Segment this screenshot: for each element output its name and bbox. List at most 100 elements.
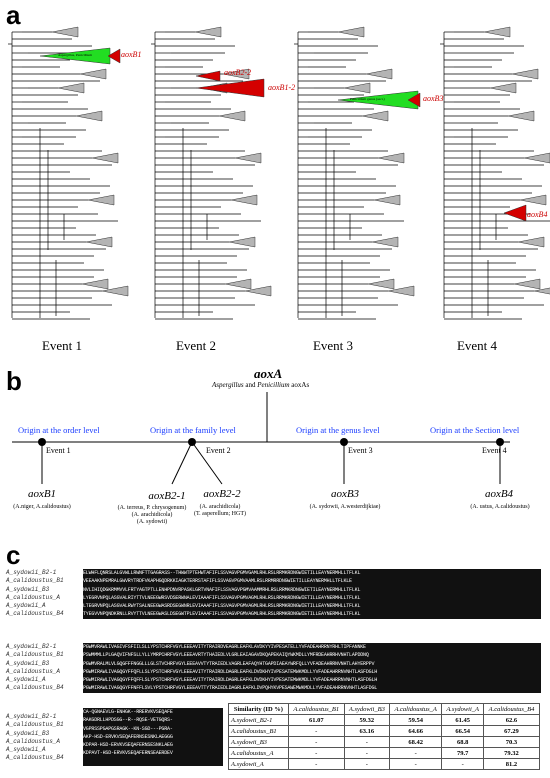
table-row: A.sydowii_B2-1 61.07 59.32 59.54 61.45 6… bbox=[228, 714, 541, 726]
table-cell: - bbox=[287, 747, 345, 759]
table-cell: 61.07 bbox=[287, 714, 345, 726]
table-row: A.sydowii_A - - - - 81.2 bbox=[228, 758, 541, 770]
tree2-label: aoxB1-2 bbox=[268, 83, 296, 92]
similarity-header-0: Similarity (ID %) bbox=[228, 703, 289, 715]
event-caption-4: Event 4 bbox=[456, 338, 498, 353]
similarity-header-row: Similarity (ID %) A.calidoustus_B1 A.syd… bbox=[228, 703, 541, 715]
table-cell: 81.2 bbox=[482, 758, 541, 770]
table-cell: - bbox=[343, 758, 390, 770]
table-row: A.calidoustus_B1 - 63.16 64.66 66.54 67.… bbox=[228, 725, 541, 737]
similarity-header-3: A.calidoustus_A bbox=[388, 703, 443, 715]
gene-aoxb2-2: aoxB2-2 bbox=[203, 488, 241, 500]
panel-letter-a: a bbox=[6, 0, 21, 30]
event-caption-3: Event 3 bbox=[312, 338, 354, 353]
collapsed-clade bbox=[79, 68, 107, 80]
collapsed-clade bbox=[337, 26, 365, 38]
table-cell: 79.32 bbox=[482, 747, 541, 759]
event4-clade bbox=[503, 204, 527, 222]
table-cell: A.sydowii_B2-1 bbox=[228, 714, 289, 726]
collapsed-clade bbox=[373, 194, 401, 206]
event1-node bbox=[38, 438, 46, 446]
gene-aoxb3-species: (A. sydowii, A.westerdijkiae) bbox=[309, 504, 381, 510]
event1-red-clade bbox=[107, 48, 121, 64]
collapsed-clade bbox=[511, 68, 539, 80]
origin-order: Origin at the order level bbox=[18, 425, 100, 435]
collapsed-clade bbox=[517, 236, 545, 248]
table-cell: 67.29 bbox=[482, 725, 541, 737]
root-gene: aoxA bbox=[254, 366, 283, 381]
collapsed-clade bbox=[387, 285, 415, 297]
collapsed-clade bbox=[523, 152, 550, 164]
timeline-event-1: Event 1 bbox=[46, 446, 71, 455]
gene-aoxb2-1-species-3: (A. sydowii) bbox=[136, 519, 168, 525]
table-cell: A.sydowii_B3 bbox=[228, 736, 289, 748]
table-cell: - bbox=[388, 747, 443, 759]
event2-node bbox=[188, 438, 196, 446]
table-cell: 68.8 bbox=[441, 736, 484, 748]
collapsed-clade bbox=[377, 152, 405, 164]
table-cell: 68.42 bbox=[388, 736, 443, 748]
tree4-label: aoxB4 bbox=[527, 210, 548, 219]
table-cell: - bbox=[287, 736, 345, 748]
table-cell: 61.45 bbox=[441, 714, 484, 726]
table-cell: - bbox=[287, 758, 345, 770]
tree3-label: aoxB3 bbox=[423, 94, 444, 103]
collapsed-clade bbox=[87, 194, 115, 206]
collapsed-clade bbox=[101, 285, 129, 297]
origin-family: Origin at the family level bbox=[150, 425, 236, 435]
tree3-inner-label: Penicillium genus (sect.) bbox=[350, 97, 385, 101]
collapsed-clade bbox=[234, 152, 262, 164]
collapsed-clade bbox=[57, 82, 85, 94]
table-cell: A.sydowii_A bbox=[228, 758, 289, 770]
collapsed-clade bbox=[483, 26, 511, 38]
collapsed-clade bbox=[343, 82, 371, 94]
collapsed-clade bbox=[361, 110, 389, 122]
event3-red-clade bbox=[407, 92, 421, 108]
event2-large-clade bbox=[195, 78, 265, 98]
similarity-header-4: A.sydowii_A bbox=[441, 703, 484, 715]
timeline-event-2: Event 2 bbox=[206, 446, 231, 455]
table-row: A.calidoustus_A - - - 79.7 79.32 bbox=[228, 747, 541, 759]
collapsed-clade bbox=[218, 110, 246, 122]
collapsed-clade bbox=[367, 278, 395, 290]
table-cell: A.calidoustus_A bbox=[228, 747, 289, 759]
collapsed-clade bbox=[194, 26, 222, 38]
root-sub: Aspergillus and Penicillium aoxAs bbox=[212, 381, 310, 389]
collapsed-clade bbox=[519, 194, 547, 206]
table-cell: 59.54 bbox=[388, 714, 443, 726]
collapsed-clade bbox=[51, 26, 79, 38]
collapsed-clade bbox=[489, 82, 517, 94]
table-cell: - bbox=[343, 747, 390, 759]
collapsed-clade bbox=[228, 236, 256, 248]
tree1-label: aoxB1 bbox=[121, 50, 142, 59]
phylogenetic-trees bbox=[8, 26, 550, 320]
table-cell: - bbox=[388, 758, 443, 770]
event4-node bbox=[496, 438, 504, 446]
collapsed-clade bbox=[507, 110, 535, 122]
gene-aoxb2-1-species-2: (A. arachidicola) bbox=[131, 512, 173, 518]
gene-aoxb1-species: (A.niger, A.calidoustus) bbox=[13, 504, 71, 510]
tree2-label-small: aoxB2-2 bbox=[224, 68, 252, 77]
similarity-header-2: A.sydowii_B3 bbox=[343, 703, 390, 715]
gene-aoxb4-species: (A. ustus, A.calidoustus) bbox=[470, 504, 530, 510]
event2-small-clade bbox=[195, 70, 221, 82]
table-cell: 70.3 bbox=[482, 736, 541, 748]
table-row: A.sydowii_B3 - - 68.42 68.8 70.3 bbox=[228, 736, 541, 748]
origin-section: Origin at the Section level bbox=[430, 425, 520, 435]
collapsed-clade bbox=[91, 152, 119, 164]
event2-drop-a bbox=[171, 441, 193, 485]
gene-aoxb2-1-species: (A. terreus, P. chrysogenum) bbox=[117, 505, 187, 511]
collapsed-clade bbox=[85, 236, 113, 248]
event2-drop-b bbox=[191, 441, 223, 485]
similarity-header-5: A.calidoustus_B4 bbox=[482, 703, 541, 715]
gene-aoxb2-2-species-2: (T. asperellum; HGT) bbox=[193, 511, 247, 517]
collapsed-clade bbox=[244, 285, 272, 297]
table-cell: 59.32 bbox=[343, 714, 390, 726]
table-cell: 66.54 bbox=[441, 725, 484, 737]
gene-aoxb2-1: aoxB2-1 bbox=[148, 490, 186, 502]
similarity-table: Similarity (ID %) A.calidoustus_B1 A.syd… bbox=[228, 703, 541, 770]
table-cell: 62.6 bbox=[482, 714, 541, 726]
